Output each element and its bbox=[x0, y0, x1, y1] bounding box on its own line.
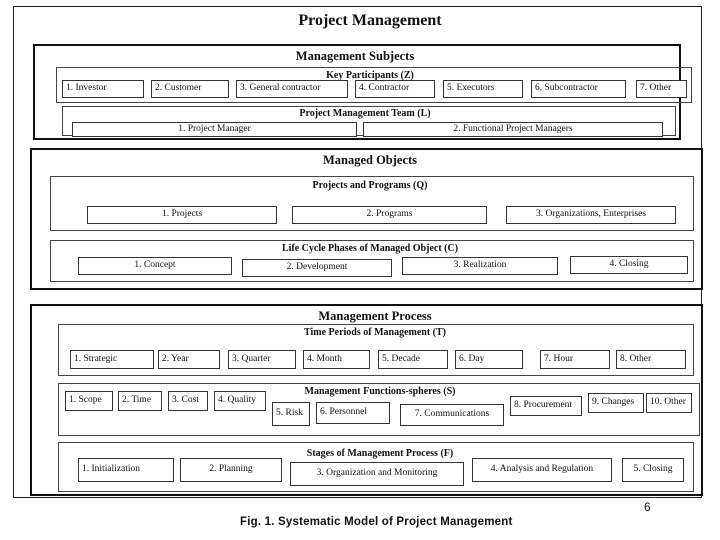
functions-title: Management Functions-spheres (S) bbox=[304, 386, 456, 397]
period-hour: 7. Hour bbox=[540, 350, 610, 369]
team-project-manager: 1. Project Manager bbox=[72, 122, 357, 137]
time-periods-title: Time Periods of Management (T) bbox=[303, 327, 446, 338]
function-communications: 7. Communications bbox=[400, 404, 504, 426]
time-periods-box bbox=[58, 324, 694, 376]
stage-organization-monitoring: 3. Organization and Monitoring bbox=[290, 462, 464, 486]
object-programs: 2. Programs bbox=[292, 206, 487, 224]
life-cycle-box bbox=[50, 240, 694, 282]
period-quarter: 3. Quarter bbox=[228, 350, 296, 369]
life-cycle-title: Life Cycle Phases of Managed Object (C) bbox=[281, 243, 459, 254]
participant-contractor: 4. Contractor bbox=[355, 80, 435, 98]
project-team-title: Project Management Team (L) bbox=[299, 108, 431, 119]
projects-programs-title: Projects and Programs (Q) bbox=[312, 180, 428, 191]
stages-box bbox=[58, 442, 694, 492]
object-projects: 1. Projects bbox=[87, 206, 277, 224]
participant-investor: 1. Investor bbox=[62, 80, 144, 98]
period-decade: 5. Decade bbox=[378, 350, 448, 369]
page-title: Project Management bbox=[298, 12, 442, 29]
function-procurement: 8. Procurement bbox=[510, 396, 582, 416]
key-participants-title: Key Participants (Z) bbox=[326, 70, 414, 81]
period-strategic: 1. Strategic bbox=[70, 350, 154, 369]
object-organizations: 3. Organizations, Enterprises bbox=[506, 206, 676, 224]
function-risk: 5. Risk bbox=[272, 402, 310, 426]
phase-concept: 1. Concept bbox=[78, 257, 232, 275]
participant-general-contractor: 3. General contractor bbox=[236, 80, 348, 98]
stage-initialization: 1. Initialization bbox=[78, 458, 174, 482]
function-scope: 1. Scope bbox=[65, 391, 113, 411]
projects-programs-box bbox=[50, 176, 694, 231]
period-other: 8. Other bbox=[616, 350, 686, 369]
team-functional-managers: 2. Functional Project Managers bbox=[363, 122, 663, 137]
stage-analysis-regulation: 4. Analysis and Regulation bbox=[472, 458, 612, 482]
phase-realization: 3. Realization bbox=[402, 257, 558, 275]
period-day: 6. Day bbox=[455, 350, 523, 369]
management-process-panel bbox=[30, 304, 703, 496]
key-participants-box bbox=[56, 67, 692, 103]
phase-closing: 4. Closing bbox=[570, 256, 688, 274]
management-process-title: Management Process bbox=[318, 309, 432, 323]
participant-customer: 2. Customer bbox=[151, 80, 229, 98]
stages-title: Stages of Management Process (F) bbox=[306, 448, 454, 459]
participant-other: 7. Other bbox=[636, 80, 687, 98]
functions-box bbox=[58, 383, 700, 436]
function-other: 10. Other bbox=[646, 393, 692, 413]
managed-objects-title: Managed Objects bbox=[322, 153, 418, 167]
function-time: 2. Time bbox=[118, 391, 162, 411]
management-subjects-title: Management Subjects bbox=[295, 49, 415, 63]
phase-development: 2. Development bbox=[242, 259, 392, 277]
participant-executors: 5. Executors bbox=[443, 80, 523, 98]
function-quality: 4. Quality bbox=[214, 391, 266, 411]
managed-objects-panel bbox=[30, 148, 703, 290]
function-cost: 3. Cost bbox=[168, 391, 208, 411]
period-month: 4. Month bbox=[303, 350, 370, 369]
participant-subcontractor: 6. Subcontractor bbox=[531, 80, 626, 98]
stage-closing: 5. Closing bbox=[622, 458, 684, 482]
function-changes: 9. Changes bbox=[588, 393, 644, 413]
figure-caption: Fig. 1. Systematic Model of Project Mana… bbox=[240, 516, 513, 528]
period-year: 2. Year bbox=[158, 350, 220, 369]
page-number: 6 bbox=[644, 500, 651, 514]
function-personnel: 6. Personnel bbox=[316, 402, 390, 424]
stage-planning: 2. Planning bbox=[180, 458, 282, 482]
